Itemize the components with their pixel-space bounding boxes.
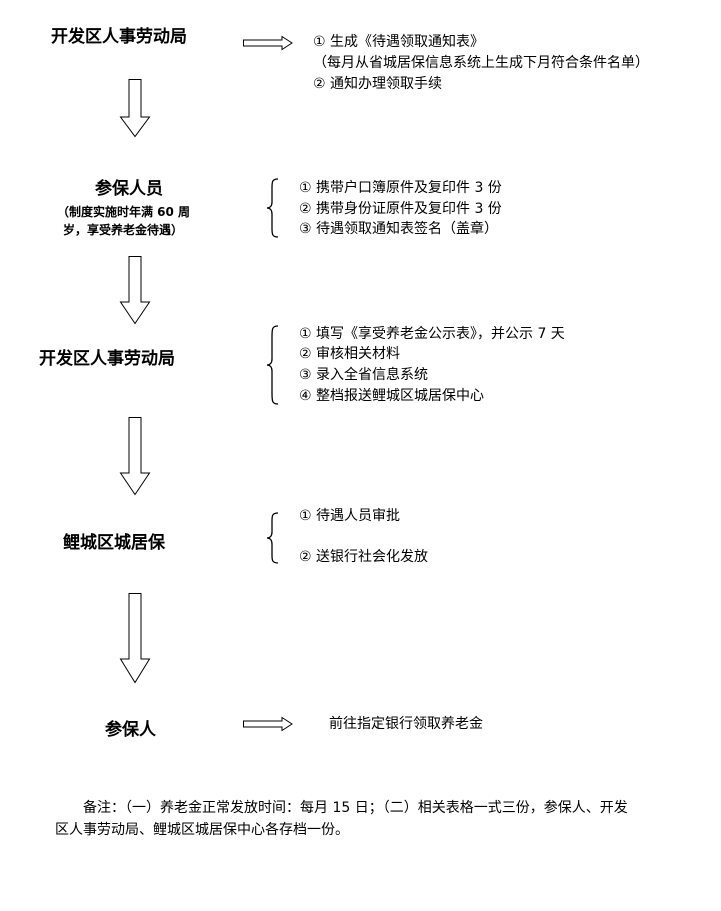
step2-title: 参保人员 xyxy=(95,179,163,199)
step2-subtitle-1: （制度实施时年满 60 周 xyxy=(57,205,191,219)
step4-title: 鲤城区城居保 xyxy=(63,533,165,553)
remark-line-2: 区人事劳动局、鲤城区城居保中心各存档一份。 xyxy=(55,822,349,838)
step2-note-3: ③ 待遇领取通知表签名（盖章） xyxy=(299,221,499,237)
step2-subtitle-2: 岁，享受养老金待遇） xyxy=(63,223,184,237)
down-arrow-icon xyxy=(119,256,151,325)
step1-note-3: ② 通知办理领取手续 xyxy=(313,76,443,92)
step3-note-3: ③ 录入全省信息系统 xyxy=(299,367,429,383)
step5-title: 参保人 xyxy=(105,720,156,740)
brace-icon xyxy=(266,512,279,564)
down-arrow-icon xyxy=(119,79,151,138)
step2-note-1: ① 携带户口簿原件及复印件 3 份 xyxy=(299,180,502,196)
step3-title: 开发区人事劳动局 xyxy=(39,349,175,369)
remark-line-1: 备注：（一）养老金正常发放时间：每月 15 日；（二）相关表格一式三份，参保人、… xyxy=(83,800,628,816)
step2-note-2: ② 携带身份证原件及复印件 3 份 xyxy=(299,201,502,217)
step1-title: 开发区人事劳动局 xyxy=(51,27,187,47)
step1-note-2: （每月从省城居保信息系统上生成下月符合条件名单） xyxy=(313,55,649,71)
step4-note-2: ② 送银行社会化发放 xyxy=(299,549,429,565)
brace-icon xyxy=(266,178,279,238)
right-arrow-icon xyxy=(243,35,293,51)
step1-note-1: ① 生成《待遇领取通知表》 xyxy=(313,34,485,50)
right-arrow-icon xyxy=(243,716,293,732)
step3-note-1: ① 填写《享受养老金公示表》，并公示 7 天 xyxy=(299,326,565,342)
brace-icon xyxy=(266,325,279,405)
step3-note-2: ② 审核相关材料 xyxy=(299,346,401,362)
down-arrow-icon xyxy=(119,417,151,496)
step4-note-1: ① 待遇人员审批 xyxy=(299,508,401,524)
step3-note-4: ④ 整档报送鲤城区城居保中心 xyxy=(299,388,485,404)
down-arrow-icon xyxy=(119,593,151,684)
step5-note-1: 前往指定银行领取养老金 xyxy=(329,716,483,732)
